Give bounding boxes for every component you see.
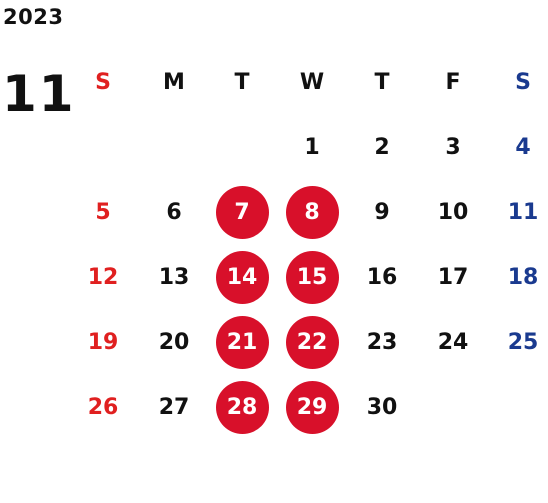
day-cell: 30 (347, 375, 417, 440)
highlighted-day: 21 (215, 316, 269, 369)
day-cell: 5 (68, 180, 138, 245)
day-cell: 19 (68, 310, 138, 375)
highlighted-day: 22 (285, 316, 339, 369)
weekday-header: F (445, 70, 461, 95)
day-number: 30 (366, 395, 398, 420)
day-cell: 1 (277, 115, 347, 180)
empty-day-cell (488, 375, 548, 440)
day-cell: 7 (207, 180, 277, 245)
day-cell: 27 (139, 375, 209, 440)
day-number: 3 (445, 135, 461, 160)
weekday-header: T (374, 70, 390, 95)
day-number: 17 (437, 265, 469, 290)
day-cell: 2 (347, 115, 417, 180)
day-cell: 13 (139, 245, 209, 310)
weekday-header: T (234, 70, 250, 95)
day-cell: 8 (277, 180, 347, 245)
day-cell: 12 (68, 245, 138, 310)
day-number: 27 (158, 395, 190, 420)
empty-day-cell (68, 115, 138, 180)
week-row: 19 20 21 22 23 24 25 (68, 310, 548, 375)
day-number: 10 (437, 200, 469, 225)
day-number: 11 (507, 200, 539, 225)
day-number: 26 (87, 395, 119, 420)
day-cell: 6 (139, 180, 209, 245)
day-number: 5 (95, 200, 111, 225)
highlighted-day: 14 (215, 251, 269, 304)
day-cell: 28 (207, 375, 277, 440)
week-row: 26 27 28 29 30 (68, 375, 548, 440)
weekday-header: W (299, 70, 325, 95)
day-number: 18 (507, 265, 539, 290)
day-cell: 20 (139, 310, 209, 375)
day-cell: 29 (277, 375, 347, 440)
day-cell: 15 (277, 245, 347, 310)
week-row: 1 2 3 4 (68, 115, 548, 180)
weekday-header: M (163, 70, 185, 95)
day-cell: 4 (488, 115, 548, 180)
day-cell: 24 (418, 310, 488, 375)
weekday-header: S (515, 70, 531, 95)
highlighted-day: 28 (215, 381, 269, 434)
day-number: 12 (87, 265, 119, 290)
day-number: 2 (374, 135, 390, 160)
week-row: 12 13 14 15 16 17 18 (68, 245, 548, 310)
highlighted-day: 29 (285, 381, 339, 434)
highlighted-day: 7 (215, 186, 269, 239)
day-cell: 23 (347, 310, 417, 375)
day-number: 6 (166, 200, 182, 225)
day-number: 9 (374, 200, 390, 225)
day-number: 1 (304, 135, 320, 160)
day-number: 19 (87, 330, 119, 355)
day-number: 25 (507, 330, 539, 355)
empty-day-cell (207, 115, 277, 180)
year-label: 2023 (3, 5, 64, 29)
day-number: 4 (515, 135, 531, 160)
empty-day-cell (418, 375, 488, 440)
day-cell: 25 (488, 310, 548, 375)
day-number: 13 (158, 265, 190, 290)
month-number: 11 (2, 65, 76, 123)
day-cell: 18 (488, 245, 548, 310)
day-number: 20 (158, 330, 190, 355)
day-cell: 14 (207, 245, 277, 310)
empty-day-cell (139, 115, 209, 180)
day-cell: 17 (418, 245, 488, 310)
day-cell: 9 (347, 180, 417, 245)
day-cell: 3 (418, 115, 488, 180)
day-cell: 16 (347, 245, 417, 310)
day-cell: 21 (207, 310, 277, 375)
day-number: 16 (366, 265, 398, 290)
day-cell: 22 (277, 310, 347, 375)
day-cell: 10 (418, 180, 488, 245)
weekday-header: S (95, 70, 111, 95)
highlighted-day: 8 (285, 186, 339, 239)
day-number: 24 (437, 330, 469, 355)
day-number: 23 (366, 330, 398, 355)
day-cell: 26 (68, 375, 138, 440)
highlighted-day: 15 (285, 251, 339, 304)
day-cell: 11 (488, 180, 548, 245)
